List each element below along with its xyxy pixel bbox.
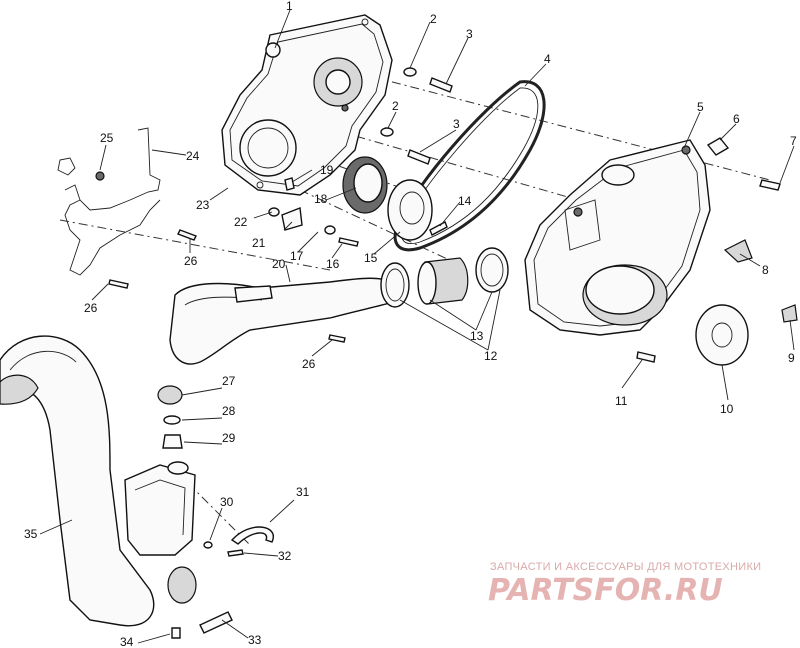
watermark: ЗАПЧАСТИ И АКСЕССУАРЫ ДЛЯ МОТОТЕХНИКИ PA… — [488, 561, 761, 608]
callout-27: 27 — [222, 374, 236, 388]
callout-15: 15 — [364, 251, 378, 265]
callout-33: 33 — [248, 633, 262, 647]
watermark-logo: PARTSFOR.RU — [488, 573, 723, 608]
exhaust-pipe — [0, 335, 155, 627]
callout-13: 13 — [470, 329, 484, 343]
resonator-tank — [124, 461, 196, 556]
callout-31: 31 — [296, 485, 310, 499]
seal-and-bearing-plate — [342, 156, 448, 241]
callout-numbers: 1 2 3 4 2 3 5 6 7 8 9 10 11 12 13 14 15 … — [24, 0, 797, 648]
callout-14: 14 — [458, 194, 472, 208]
callout-12: 12 — [484, 349, 498, 363]
callout-8: 8 — [762, 263, 769, 277]
callout-34: 34 — [120, 635, 134, 648]
callout-22: 22 — [234, 215, 248, 229]
callout-28: 28 — [222, 404, 236, 418]
callout-25: 25 — [100, 131, 114, 145]
callout-2-lower: 2 — [392, 99, 399, 113]
callout-11: 11 — [615, 394, 628, 408]
callout-29: 29 — [222, 431, 236, 445]
mounting-bracket — [57, 127, 197, 289]
callout-23: 23 — [196, 198, 210, 212]
cover-hardware — [636, 137, 798, 366]
callout-9: 9 — [788, 351, 795, 365]
callout-6: 6 — [733, 112, 740, 126]
intake-duct — [169, 277, 401, 365]
callout-1: 1 — [286, 0, 293, 13]
callout-26-duct: 26 — [302, 357, 316, 371]
callout-35: 35 — [24, 527, 38, 541]
callout-26-bracket: 26 — [184, 254, 198, 268]
callout-leaders — [39, 9, 795, 644]
callout-16: 16 — [326, 257, 340, 271]
washer-and-bolt-set — [380, 67, 453, 165]
callout-30: 30 — [220, 495, 234, 509]
callout-7: 7 — [790, 134, 797, 148]
callout-17: 17 — [290, 249, 304, 263]
watermark-tagline: ЗАПЧАСТИ И АКСЕССУАРЫ ДЛЯ МОТОТЕХНИКИ — [490, 561, 761, 573]
callout-3: 3 — [466, 27, 473, 41]
outer-clutch-cover — [524, 139, 711, 336]
callout-20: 20 — [272, 257, 286, 271]
callout-10: 10 — [720, 402, 734, 416]
callout-24: 24 — [186, 149, 200, 163]
callout-26-lower: 26 — [84, 301, 98, 315]
exhaust-hardware — [167, 526, 275, 639]
callout-32: 32 — [278, 549, 292, 563]
callout-3-lower: 3 — [453, 117, 460, 131]
callout-18: 18 — [314, 192, 328, 206]
callout-2: 2 — [430, 12, 437, 26]
tank-cap-set — [157, 385, 183, 449]
callout-5: 5 — [697, 100, 704, 114]
callout-4: 4 — [544, 52, 551, 66]
small-bracket-assembly — [268, 177, 359, 247]
callout-19: 19 — [320, 163, 334, 177]
callout-21: 21 — [252, 236, 266, 250]
inner-cover-plate — [221, 14, 393, 196]
drive-belt — [393, 80, 546, 252]
hose-clamps-and-sleeve — [380, 247, 509, 308]
